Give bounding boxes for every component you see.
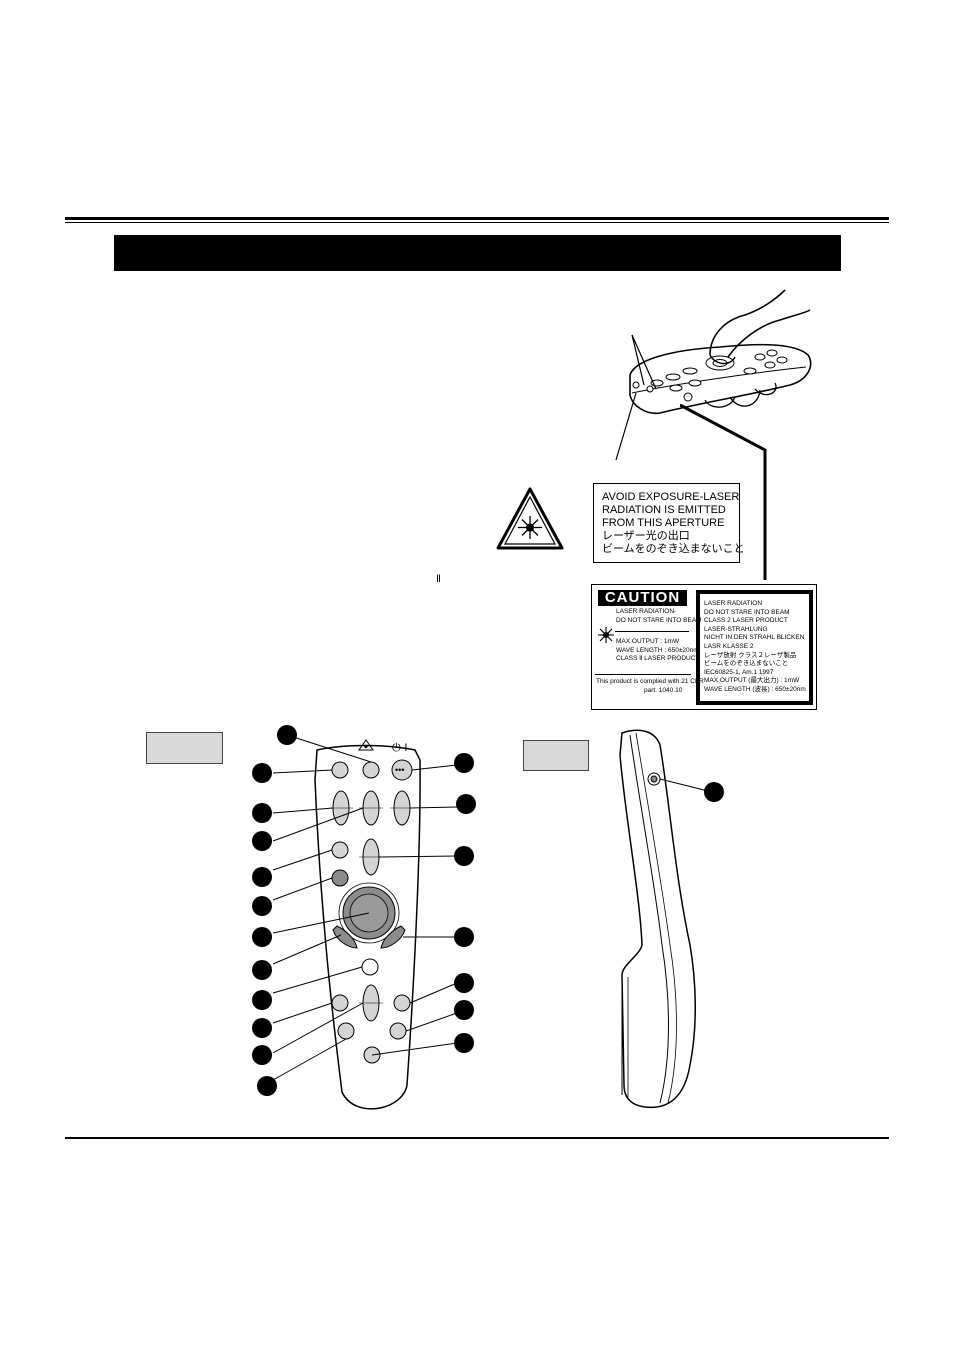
remote-side-body [619, 729, 696, 1109]
remote-button [389, 1022, 407, 1040]
caution-line: IEC60825-1, Am.1 1997 [704, 668, 774, 676]
aperture-warning-label: AVOID EXPOSURE-LASER RADIATION IS EMITTE… [593, 483, 745, 563]
remote-button [393, 994, 411, 1012]
section-title-bar [114, 235, 841, 271]
top-rule [65, 217, 889, 220]
caution-line: part. 1040.10 [644, 686, 683, 694]
caution-label: CAUTION LASER RADIATION- DO NOT STARE IN… [591, 584, 817, 710]
callout-markers [252, 725, 476, 1096]
front-view-tab [146, 732, 223, 764]
bottom-rule [65, 1137, 889, 1139]
top-rule-secondary [65, 222, 889, 223]
caution-line: MAX OUTPUT : 1mW [616, 638, 680, 645]
remote-button [331, 869, 349, 887]
caution-line: ビームをのぞき込まないこと [704, 660, 789, 668]
remote-side-view [619, 729, 724, 1109]
caution-line: CLASS Ⅱ LASER PRODUCT [616, 655, 700, 663]
caution-title: CAUTION [598, 590, 687, 606]
caution-line: DO NOT STARE INTO BEAM [704, 608, 790, 616]
remote-front-view: ⏻-I ••• [252, 725, 476, 1110]
remote-button [331, 994, 349, 1012]
caution-line: レーザ放射 クラス２レーザ製品 [704, 651, 797, 659]
caution-line: CLASS 2 LASER PRODUCT [704, 617, 788, 625]
warning-line: ビームをのぞき込まないこと [602, 543, 745, 555]
remote-button [337, 1022, 355, 1040]
remote-button [361, 958, 379, 976]
caution-left-top: LASER RADIATION- DO NOT STARE INTO BEAM [616, 608, 702, 625]
laser-button [362, 761, 380, 779]
right-click-button [380, 925, 406, 949]
caution-divider [595, 674, 691, 675]
leader-line-to-caution [680, 403, 767, 580]
caution-line: NICHT IN DEN STRAHL BLICKEN [704, 634, 805, 642]
warning-line: FROM THIS APERTURE [602, 517, 725, 529]
laser-burst-icon [598, 627, 614, 643]
caution-line: LASER-STRAHLUNG [704, 625, 768, 633]
side-view-tab [523, 740, 589, 771]
caution-line: LASER RADIATION [704, 600, 763, 607]
caution-footer: This product is complied with 21 CFR par… [596, 678, 704, 695]
caution-line: MAX OUTPUT (最大出力) : 1mW [704, 677, 800, 685]
warning-line: AVOID EXPOSURE-LASER [602, 491, 740, 503]
remote-button [331, 841, 349, 859]
laser-symbol-icon [358, 739, 374, 751]
caution-line: This product is complied with 21 CFR [596, 678, 704, 685]
laser-warning-triangle-icon [496, 487, 564, 550]
warning-line: レーザー光の出口 [602, 530, 690, 542]
caution-line: DO NOT STARE INTO BEAM [616, 616, 702, 624]
caution-right-panel: LASER RADIATION DO NOT STARE INTO BEAM C… [696, 590, 813, 705]
left-click-button [332, 925, 358, 949]
caution-line: WAVE LENGTH (波長) : 650±20nm [704, 685, 806, 693]
callout-marker [704, 782, 724, 802]
class-mark: Ⅱ [436, 574, 441, 585]
hand-remote-illustration [615, 289, 812, 461]
caution-left-specs: MAX OUTPUT : 1mW WAVE LENGTH : 650±20nm … [616, 638, 699, 664]
power-dots-icon: ••• [395, 765, 404, 775]
warning-line: RADIATION IS EMITTED [602, 504, 726, 516]
caution-divider [615, 631, 689, 632]
caution-line: WAVE LENGTH : 650±20nm [616, 646, 699, 654]
remote-button [331, 761, 349, 779]
caution-line: LASR KLASSE 2 [704, 642, 754, 650]
caution-line: LASER RADIATION- [616, 608, 677, 615]
power-symbol-icon: ⏻-I [392, 742, 407, 754]
